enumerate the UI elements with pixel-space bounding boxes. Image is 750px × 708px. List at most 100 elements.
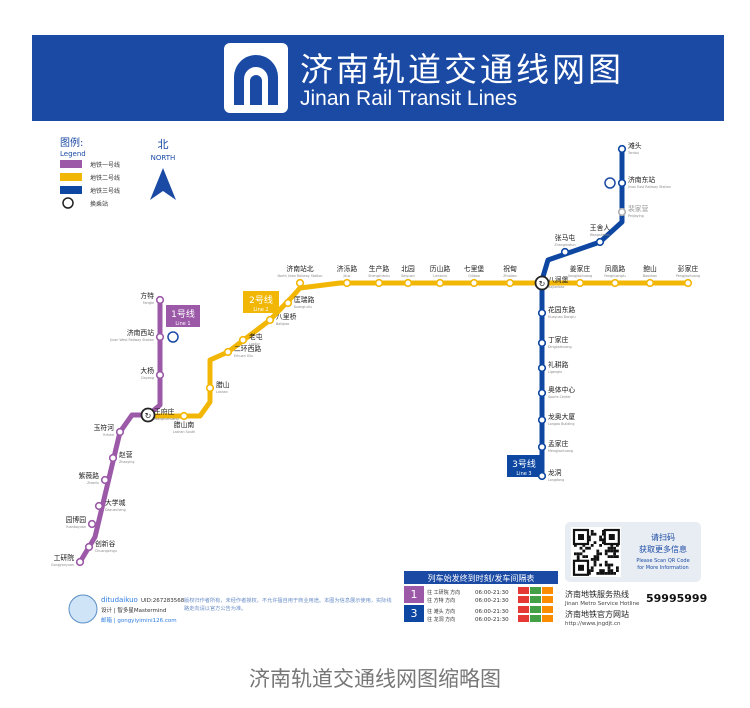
line-1-route — [77, 303, 163, 564]
station-name-cn: 创新谷 — [95, 539, 116, 548]
station-marker — [683, 278, 693, 288]
compass: 北 NORTH — [150, 138, 176, 200]
station-name-en: Sports Center — [548, 395, 571, 399]
author-uid: UID:267283568 — [141, 598, 185, 604]
station-name-cn: 大学城 — [105, 498, 126, 507]
svg-text:Line 3: Line 3 — [516, 471, 531, 477]
station-name-cn: 园博园 — [66, 515, 87, 524]
avatar — [68, 594, 98, 624]
interchange-bajianbao-icon: ↻ — [534, 275, 550, 291]
station-name-en: Lishanlu — [433, 274, 447, 278]
station-marker — [617, 178, 627, 188]
website-en: http://www.jngdjt.cn — [565, 621, 621, 627]
timetable-title: 列车始发终到时刻/发车间隔表 — [428, 573, 535, 583]
map-title-cn: 济南轨道交通线网图 — [300, 50, 624, 89]
qr-panel: 请扫码 获取更多信息 Please Scan QR Code for More … — [564, 522, 707, 627]
svg-text:06:00-21:30: 06:00-21:30 — [475, 598, 509, 604]
station-marker — [179, 411, 189, 421]
station-marker — [374, 278, 384, 288]
station-name-en: Chuangxingu — [95, 549, 117, 553]
compass-en: NORTH — [151, 154, 176, 162]
station-name-cn: 历山路 — [430, 264, 451, 273]
svg-text:往 滩头 方向: 往 滩头 方向 — [427, 608, 455, 615]
station-name-cn: 赵营 — [119, 450, 133, 459]
author-panel: ditudaikuo UID:267283568 设计 | 智多星Masterm… — [68, 594, 392, 624]
station-marker — [505, 278, 515, 288]
hotline-number: 59995999 — [646, 592, 707, 605]
station-name-en: Bajianbao — [548, 285, 564, 289]
hotline-cn: 济南地铁服务热线 — [565, 589, 629, 599]
station-name-en: Dingjiazhuang — [548, 345, 572, 349]
compass-cn: 北 — [158, 138, 169, 151]
svg-text:2号线: 2号线 — [249, 294, 273, 306]
svg-text:↻: ↻ — [145, 412, 152, 421]
station-marker — [537, 363, 547, 373]
station-marker — [537, 308, 547, 318]
copyright-note: 版权归作者所有，未经作者授权，不允许擅自用于商业用途。本图为信息展示使用，实际线… — [184, 598, 392, 612]
station-marker — [537, 471, 547, 481]
station-name-en: Fenghuanglu — [604, 274, 625, 278]
station-name-cn: 玉符河 — [94, 423, 115, 432]
station-name-en: Wangsheren — [590, 233, 611, 237]
station-name-en: Ziweilu — [87, 481, 99, 485]
station-name-cn: 奥体中心 — [548, 385, 575, 394]
station-name-cn: 济泺路 — [337, 264, 358, 273]
svg-text:Line 2: Line 2 — [253, 307, 268, 313]
author-design: 设计 | 智多星Mastermind — [101, 606, 166, 614]
station-name-cn: 老屯 — [249, 332, 263, 341]
station-name-en: Zhudian — [503, 274, 517, 278]
legend: 图例: Legend 地铁一号线 地铁二号线 地铁三号线 换乘站 — [60, 136, 120, 209]
station-name-en: Zhaoying — [119, 460, 134, 464]
map-caption: 济南轨道交通线网图缩略图 — [249, 667, 501, 691]
station-name-en: Shengchanlu — [368, 274, 389, 278]
station-name-cn: 济南东站 — [628, 175, 655, 184]
station-name-en: Ligenglu — [548, 370, 562, 374]
station-name-en: Dayang — [141, 376, 154, 380]
station-name-cn: 张马屯 — [555, 233, 576, 242]
qr-code-pattern — [572, 528, 620, 576]
station-name-en: Yufuhe — [103, 433, 114, 437]
station-name-cn: 龙奥大厦 — [548, 412, 575, 421]
svg-text:往 工研院 方向: 往 工研院 方向 — [427, 589, 460, 596]
line-2-badge: 2号线 Line 2 — [243, 291, 279, 313]
station-name-en: Jinan East Railway Station — [627, 185, 671, 189]
author-name: ditudaikuo — [101, 596, 138, 604]
legend-label-line3: 地铁三号线 — [90, 187, 120, 195]
station-name-en: Pengjiazhuang — [676, 274, 700, 278]
station-marker — [295, 278, 305, 288]
station-marker — [265, 315, 275, 325]
station-name-en: Longdong — [548, 478, 564, 482]
station-marker — [537, 415, 547, 425]
line-3-badge: 3号线 Line 3 — [507, 455, 541, 477]
line-2-route — [148, 280, 688, 419]
station-name-cn: 二环西路 — [234, 344, 261, 353]
station-name-cn: 孟家庄 — [548, 439, 569, 448]
station-name-cn: 花园东路 — [548, 305, 575, 314]
station-marker — [205, 383, 215, 393]
jinan-metro-logo — [224, 43, 288, 113]
station-name-en: Wangfuzhuang — [154, 417, 179, 421]
station-name-en: Jiluo — [343, 274, 351, 278]
station-marker — [595, 237, 605, 247]
station-marker — [435, 278, 445, 288]
station-marker — [403, 278, 413, 288]
station-name-cn: 八里桥 — [276, 312, 297, 321]
